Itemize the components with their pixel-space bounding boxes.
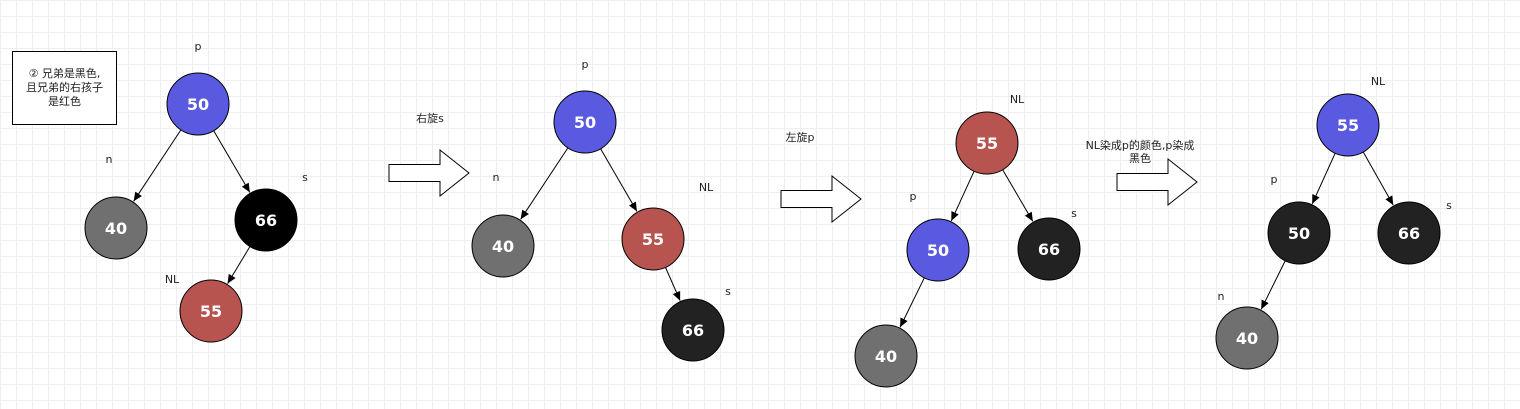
step-arrow	[1116, 157, 1198, 207]
tree-node-66: 66 s	[1017, 207, 1081, 281]
node-tag: NL	[165, 273, 180, 286]
case-note-line: ② 兄弟是黑色,	[28, 67, 101, 80]
node-circle	[906, 218, 970, 282]
tree-node-40: 40 n	[84, 153, 148, 260]
node-tag: s	[1071, 207, 1077, 220]
tree-edge	[213, 130, 251, 193]
node-circle	[1215, 306, 1279, 370]
tree-edge	[1362, 151, 1394, 206]
tree-edge	[1260, 260, 1286, 310]
tree-edge	[133, 129, 182, 202]
node-tag: NL	[1371, 75, 1386, 88]
node-value: 66	[255, 211, 277, 230]
step-caption-recolor: NL染成p的颜色,p染成 黑色	[1070, 139, 1210, 165]
node-tag: NL	[699, 181, 714, 194]
case-note-line: 且兄弟的右孩子	[26, 81, 103, 94]
tree-node-55: 55 NL	[1316, 75, 1386, 157]
node-value: 66	[1398, 224, 1420, 243]
node-value: 50	[574, 113, 596, 132]
node-tag: n	[493, 171, 500, 184]
step-caption-line: 左旋p	[785, 131, 815, 144]
case-note-box: ② 兄弟是黑色, 且兄弟的右孩子 是红色	[12, 51, 117, 125]
step-arrow	[780, 174, 862, 224]
node-value: 40	[875, 347, 897, 366]
node-circle	[621, 207, 685, 271]
tree-node-50: 50 p	[906, 190, 970, 282]
step-caption-rotate-right: 右旋s	[400, 112, 460, 125]
tree-node-40: 40 n	[1215, 290, 1279, 370]
node-value: 66	[1038, 240, 1060, 259]
node-value: 55	[200, 302, 222, 321]
edges-layer	[133, 129, 1394, 328]
tree-edge	[1311, 153, 1336, 205]
tree-node-55: 55 NL	[621, 181, 714, 271]
node-value: 40	[1236, 329, 1258, 348]
node-circle	[1316, 93, 1380, 157]
node-value: 55	[1337, 116, 1359, 135]
node-circle	[471, 214, 535, 278]
tree-edge	[665, 267, 681, 301]
tree-node-66: 66 s	[234, 171, 308, 252]
tree-edge	[1002, 169, 1034, 222]
node-circle	[1017, 217, 1081, 281]
nodes-layer: 50p40n66s55NL50p40n55NL66s55NL50p66s4055…	[84, 40, 1452, 388]
node-tag: NL	[1010, 93, 1025, 106]
step-arrows	[388, 148, 1198, 224]
node-tag: s	[725, 285, 731, 298]
node-tag: p	[910, 190, 917, 203]
step-caption-rotate-left: 左旋p	[770, 131, 830, 144]
node-circle	[166, 72, 230, 136]
tree-node-40: 40	[854, 324, 918, 388]
node-tag: s	[302, 171, 308, 184]
tree-edge	[520, 147, 569, 220]
node-circle	[1377, 201, 1441, 265]
tree-edge	[227, 246, 251, 284]
node-circle	[553, 90, 617, 154]
node-value: 55	[642, 230, 664, 249]
step-caption-line: 右旋s	[416, 112, 444, 125]
tree-edge	[600, 148, 638, 212]
tree-node-50: 50 p	[553, 58, 617, 154]
node-value: 66	[682, 321, 704, 340]
node-circle	[179, 279, 243, 343]
tree-node-55: 55 NL	[955, 93, 1025, 175]
node-circle	[661, 298, 725, 362]
node-circle	[955, 111, 1019, 175]
tree-node-50: 50 p	[166, 40, 230, 136]
tree-edge	[950, 170, 975, 222]
node-tag: p	[1271, 173, 1278, 186]
node-tag: n	[1218, 290, 1225, 303]
node-tag: s	[1446, 199, 1452, 212]
node-circle	[84, 196, 148, 260]
case-note-text: ② 兄弟是黑色, 且兄弟的右孩子 是红色	[26, 67, 103, 109]
tree-node-66: 66 s	[661, 285, 731, 362]
node-value: 50	[187, 95, 209, 114]
step-arrow	[388, 148, 470, 198]
tree-edge	[899, 277, 925, 328]
case-note-line: 是红色	[48, 95, 81, 108]
node-value: 40	[492, 237, 514, 256]
node-value: 50	[927, 241, 949, 260]
tree-node-55: 55 NL	[165, 273, 243, 343]
tree-node-66: 66 s	[1377, 199, 1452, 265]
node-tag: n	[106, 153, 113, 166]
node-circle	[854, 324, 918, 388]
tree-node-50: 50 p	[1267, 173, 1331, 265]
node-circle	[1267, 201, 1331, 265]
node-circle	[234, 188, 298, 252]
node-value: 50	[1288, 224, 1310, 243]
step-caption-line: NL染成p的颜色,p染成	[1085, 139, 1195, 152]
node-tag: p	[195, 40, 202, 53]
node-tag: p	[582, 58, 589, 71]
node-value: 40	[105, 219, 127, 238]
step-caption-line: 黑色	[1129, 152, 1151, 165]
node-value: 55	[976, 134, 998, 153]
tree-node-40: 40 n	[471, 171, 535, 278]
